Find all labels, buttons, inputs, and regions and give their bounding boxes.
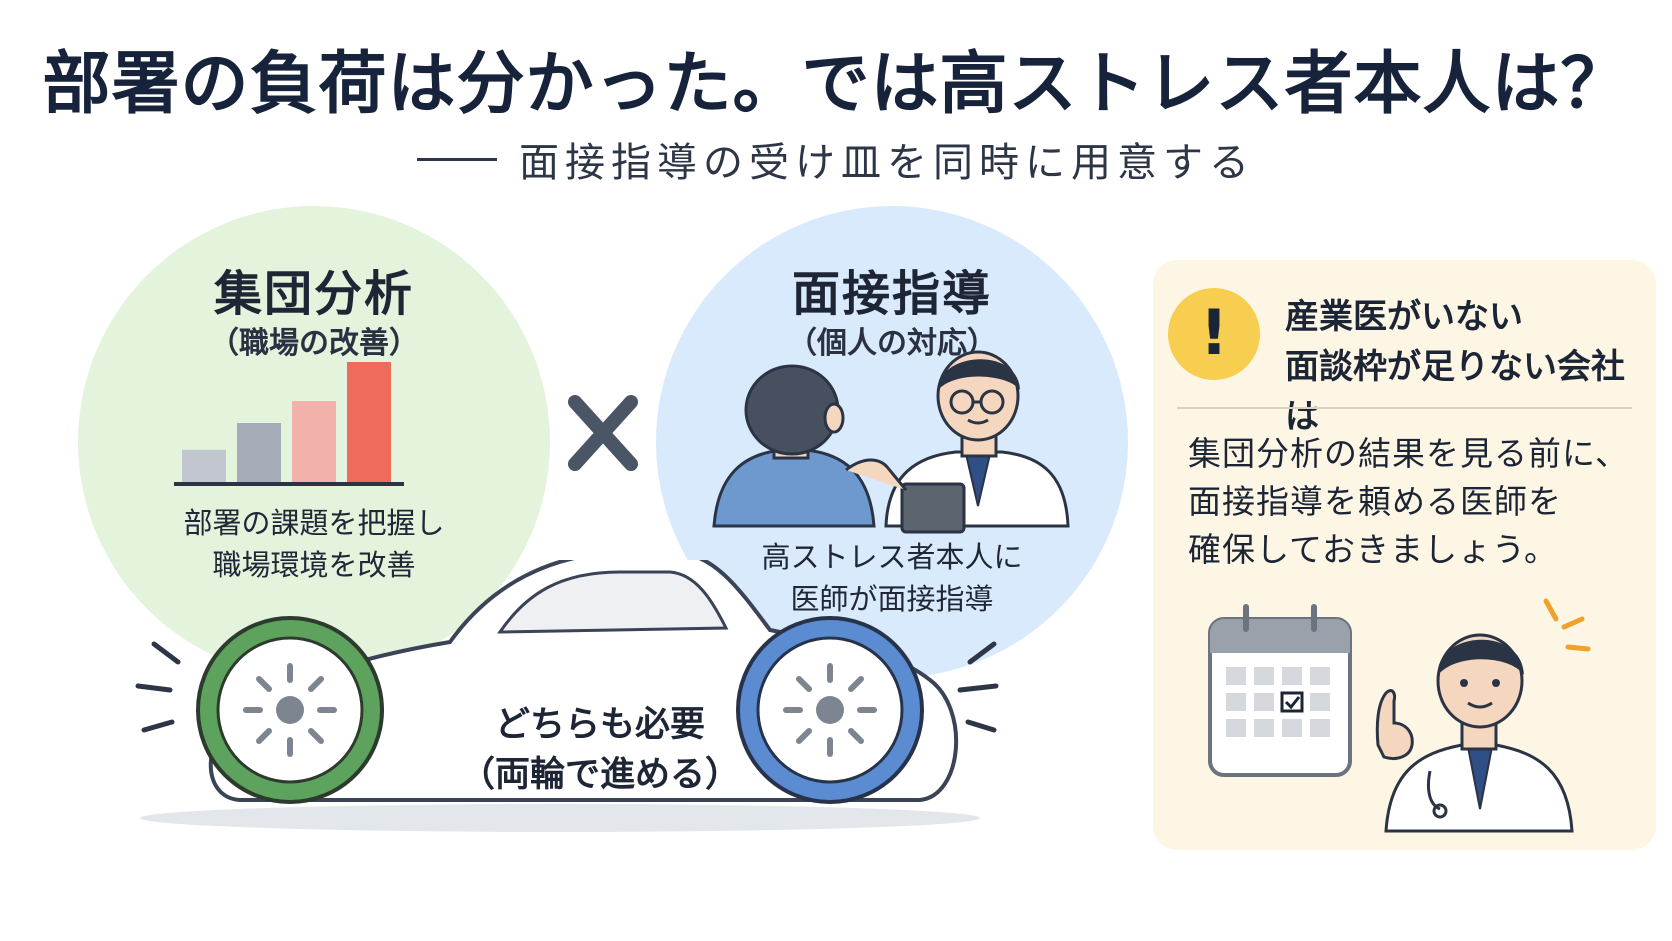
group-analysis-desc-1: 部署の課題を把握し bbox=[183, 506, 445, 540]
group-analysis-title: 集団分析 bbox=[213, 266, 414, 322]
left-wheel bbox=[196, 616, 384, 804]
exclamation-icon: ! bbox=[1168, 288, 1260, 380]
car-illustration bbox=[135, 560, 999, 832]
group-analysis-desc-2: 職場環境を改善 bbox=[212, 548, 416, 582]
advice-body-line2: 面接指導を頼める医師を bbox=[1188, 482, 1562, 521]
patient-figure bbox=[712, 364, 876, 528]
multiply-icon bbox=[568, 395, 638, 471]
doctor-pointing-figure bbox=[1375, 633, 1574, 833]
advice-heading-line2: 面談枠が足りない会社は bbox=[1285, 347, 1625, 437]
bar-2 bbox=[237, 423, 281, 484]
page-subtitle: 面接指導の受け皿を同時に用意する bbox=[0, 130, 1672, 188]
advice-heading: 産業医がいない 面談枠が足りない会社は bbox=[1285, 292, 1645, 442]
car-caption: どちらも必要 （両輪で進める） bbox=[430, 700, 770, 800]
advice-body-line1: 集団分析の結果を見る前に、 bbox=[1188, 434, 1630, 473]
page-title: 部署の負荷は分かった。では高ストレス者本人は？ bbox=[42, 45, 1630, 124]
interview-guidance-desc-1: 高ストレス者本人に bbox=[761, 540, 1023, 574]
calendar-icon bbox=[1208, 604, 1352, 777]
bar-1 bbox=[182, 449, 226, 484]
car-caption-line1: どちらも必要 bbox=[494, 705, 705, 745]
car-window bbox=[497, 570, 729, 634]
calendar-doctor-illustration bbox=[1208, 598, 1591, 833]
advice-divider bbox=[1177, 407, 1632, 409]
advice-heading-line1: 産業医がいない bbox=[1285, 297, 1523, 337]
right-wheel bbox=[736, 616, 924, 804]
bar-4 bbox=[347, 362, 391, 484]
sparkle-lines bbox=[1543, 598, 1591, 652]
doctor-figure bbox=[845, 350, 1070, 534]
car-caption-line2: （両輪で進める） bbox=[459, 755, 740, 795]
group-analysis-circle: 集団分析 （職場の改善） 部署の課題を把握し 職場環境を改善 bbox=[78, 206, 550, 678]
bar-chart-icon bbox=[174, 362, 404, 486]
interview-guidance-desc-2: 医師が面接指導 bbox=[790, 582, 994, 616]
advice-body-line3: 確保しておきましょう。 bbox=[1188, 530, 1559, 569]
advice-body: 集団分析の結果を見る前に、 面接指導を頼める医師を 確保しておきましょう。 bbox=[1188, 430, 1638, 574]
bar-3 bbox=[292, 401, 336, 484]
subtitle-dash bbox=[417, 157, 497, 161]
motion-lines bbox=[135, 641, 999, 733]
interview-guidance-title: 面接指導 bbox=[791, 266, 992, 322]
group-analysis-subtitle: （職場の改善） bbox=[209, 326, 419, 361]
warning-mark: ! bbox=[1199, 296, 1229, 369]
subtitle-text: 面接指導の受け皿を同時に用意する bbox=[519, 140, 1255, 186]
car-shadow bbox=[140, 804, 980, 832]
doctor-patient-illustration bbox=[712, 350, 1070, 534]
